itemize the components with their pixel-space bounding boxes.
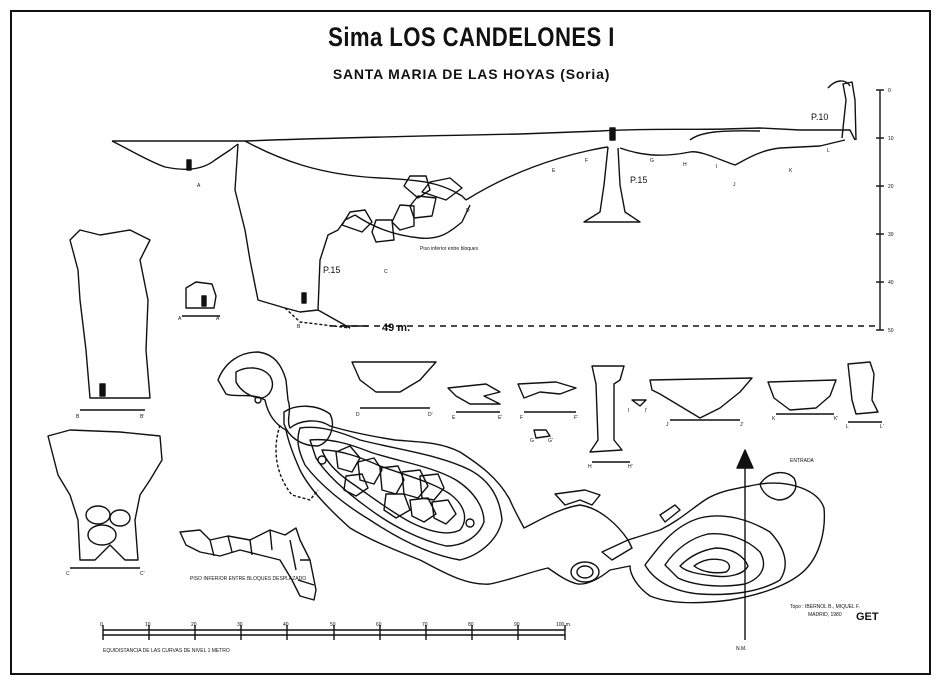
section-j-start: J	[666, 422, 669, 428]
section-f-start: F	[520, 415, 523, 421]
section-d-end: D'	[428, 412, 433, 418]
contour-interval-note: EQUIDISTANCIA DE LAS CURVAS DE NIVEL 1 M…	[103, 648, 230, 654]
longitudinal-profile	[111, 80, 884, 331]
section-h-start: H	[588, 464, 592, 470]
section-g-end: G'	[548, 438, 553, 444]
note-upper-floor: Piso inferior entre bloques	[420, 246, 479, 252]
section-i-end: I'	[645, 408, 647, 414]
bar-scale-0: 0	[100, 622, 103, 628]
bar-scale-30: 30	[237, 622, 243, 628]
section-b-start: B	[76, 414, 80, 420]
section-letter-h: H	[683, 162, 687, 168]
section-letter-e: E	[552, 168, 556, 174]
profile-labels: P.10 P.15 P.15 49 m. Piso inferior entre…	[323, 112, 828, 334]
cross-section-labels: B B' A A' C C' D D' E E' F F' G G' H H' …	[66, 316, 884, 577]
section-c-start: C	[66, 571, 70, 577]
section-letter-g: G	[650, 158, 654, 164]
section-l-end: L'	[880, 424, 884, 430]
north-label: N.M.	[736, 646, 747, 652]
depth-tick-40: 40	[888, 280, 894, 286]
section-j-end: J'	[740, 422, 744, 428]
bar-scale-80: 80	[468, 622, 474, 628]
section-letter-labels: A B C D E F G H I J K L	[197, 148, 830, 330]
section-letter-b: B	[297, 324, 301, 330]
entrance-label: ENTRADA	[790, 458, 815, 464]
depth-tick-50: 50	[888, 328, 894, 334]
sheet-border	[10, 10, 931, 675]
plan-labels: PISO INFERIOR ENTRE BLOQUES DESPLAZADO E…	[100, 458, 879, 654]
section-e-start: E	[452, 415, 456, 421]
section-letter-j: J	[733, 182, 736, 188]
plan-view	[102, 351, 826, 640]
pit-label-p15-main: P.15	[630, 175, 647, 185]
section-letter-l: L	[827, 148, 830, 154]
profile-length-label: 49 m.	[382, 322, 410, 334]
depth-tick-0: 0	[888, 88, 891, 94]
depth-tick-10: 10	[888, 136, 894, 142]
section-b-end: B'	[140, 414, 144, 420]
depth-scale-labels: 0 10 20 30 40 50	[888, 88, 894, 334]
section-d-start: D	[356, 412, 360, 418]
survey-credits: Topo : IBERNOL B., MIQUEL F.	[790, 604, 860, 610]
note-lower-floor: PISO INFERIOR ENTRE BLOQUES DESPLAZADO	[190, 576, 306, 582]
section-h-end: H'	[628, 464, 633, 470]
section-k-start: K	[772, 416, 776, 422]
credit-group-logo: GET	[856, 611, 879, 623]
bar-scale-100: 100 m.	[556, 622, 571, 628]
bar-scale-10: 10	[145, 622, 151, 628]
section-letter-i: I	[716, 164, 717, 170]
map-subtitle: SANTA MARIA DE LAS HOYAS (Soria)	[332, 66, 611, 82]
pit-label-p10: P.10	[811, 112, 828, 122]
cross-sections	[47, 229, 882, 569]
section-e-end: E'	[498, 415, 502, 421]
section-f-end: F'	[574, 415, 578, 421]
bar-scale-40: 40	[283, 622, 289, 628]
section-letter-c: C	[384, 269, 388, 275]
pit-label-p15-left: P.15	[323, 265, 340, 275]
bar-scale-50: 50	[330, 622, 336, 628]
section-i-start: I	[628, 408, 629, 414]
bar-scale-60: 60	[376, 622, 382, 628]
section-letter-a: A	[197, 183, 201, 189]
depth-tick-30: 30	[888, 232, 894, 238]
bar-scale-70: 70	[422, 622, 428, 628]
section-l-start: L	[846, 424, 849, 430]
map-title: Sima LOS CANDELONES I	[328, 22, 615, 52]
section-letter-k: K	[789, 168, 793, 174]
depth-tick-20: 20	[888, 184, 894, 190]
bar-scale-20: 20	[191, 622, 197, 628]
section-a-end: A'	[216, 316, 220, 322]
section-letter-f: F	[585, 158, 588, 164]
bar-scale-90: 90	[514, 622, 520, 628]
section-k-end: K'	[834, 416, 838, 422]
section-c-end: C'	[140, 571, 145, 577]
section-letter-d: D	[466, 208, 470, 214]
section-a-start: A	[178, 316, 182, 322]
survey-date: MADRID, 1980	[808, 612, 842, 618]
section-g-start: G	[530, 438, 534, 444]
